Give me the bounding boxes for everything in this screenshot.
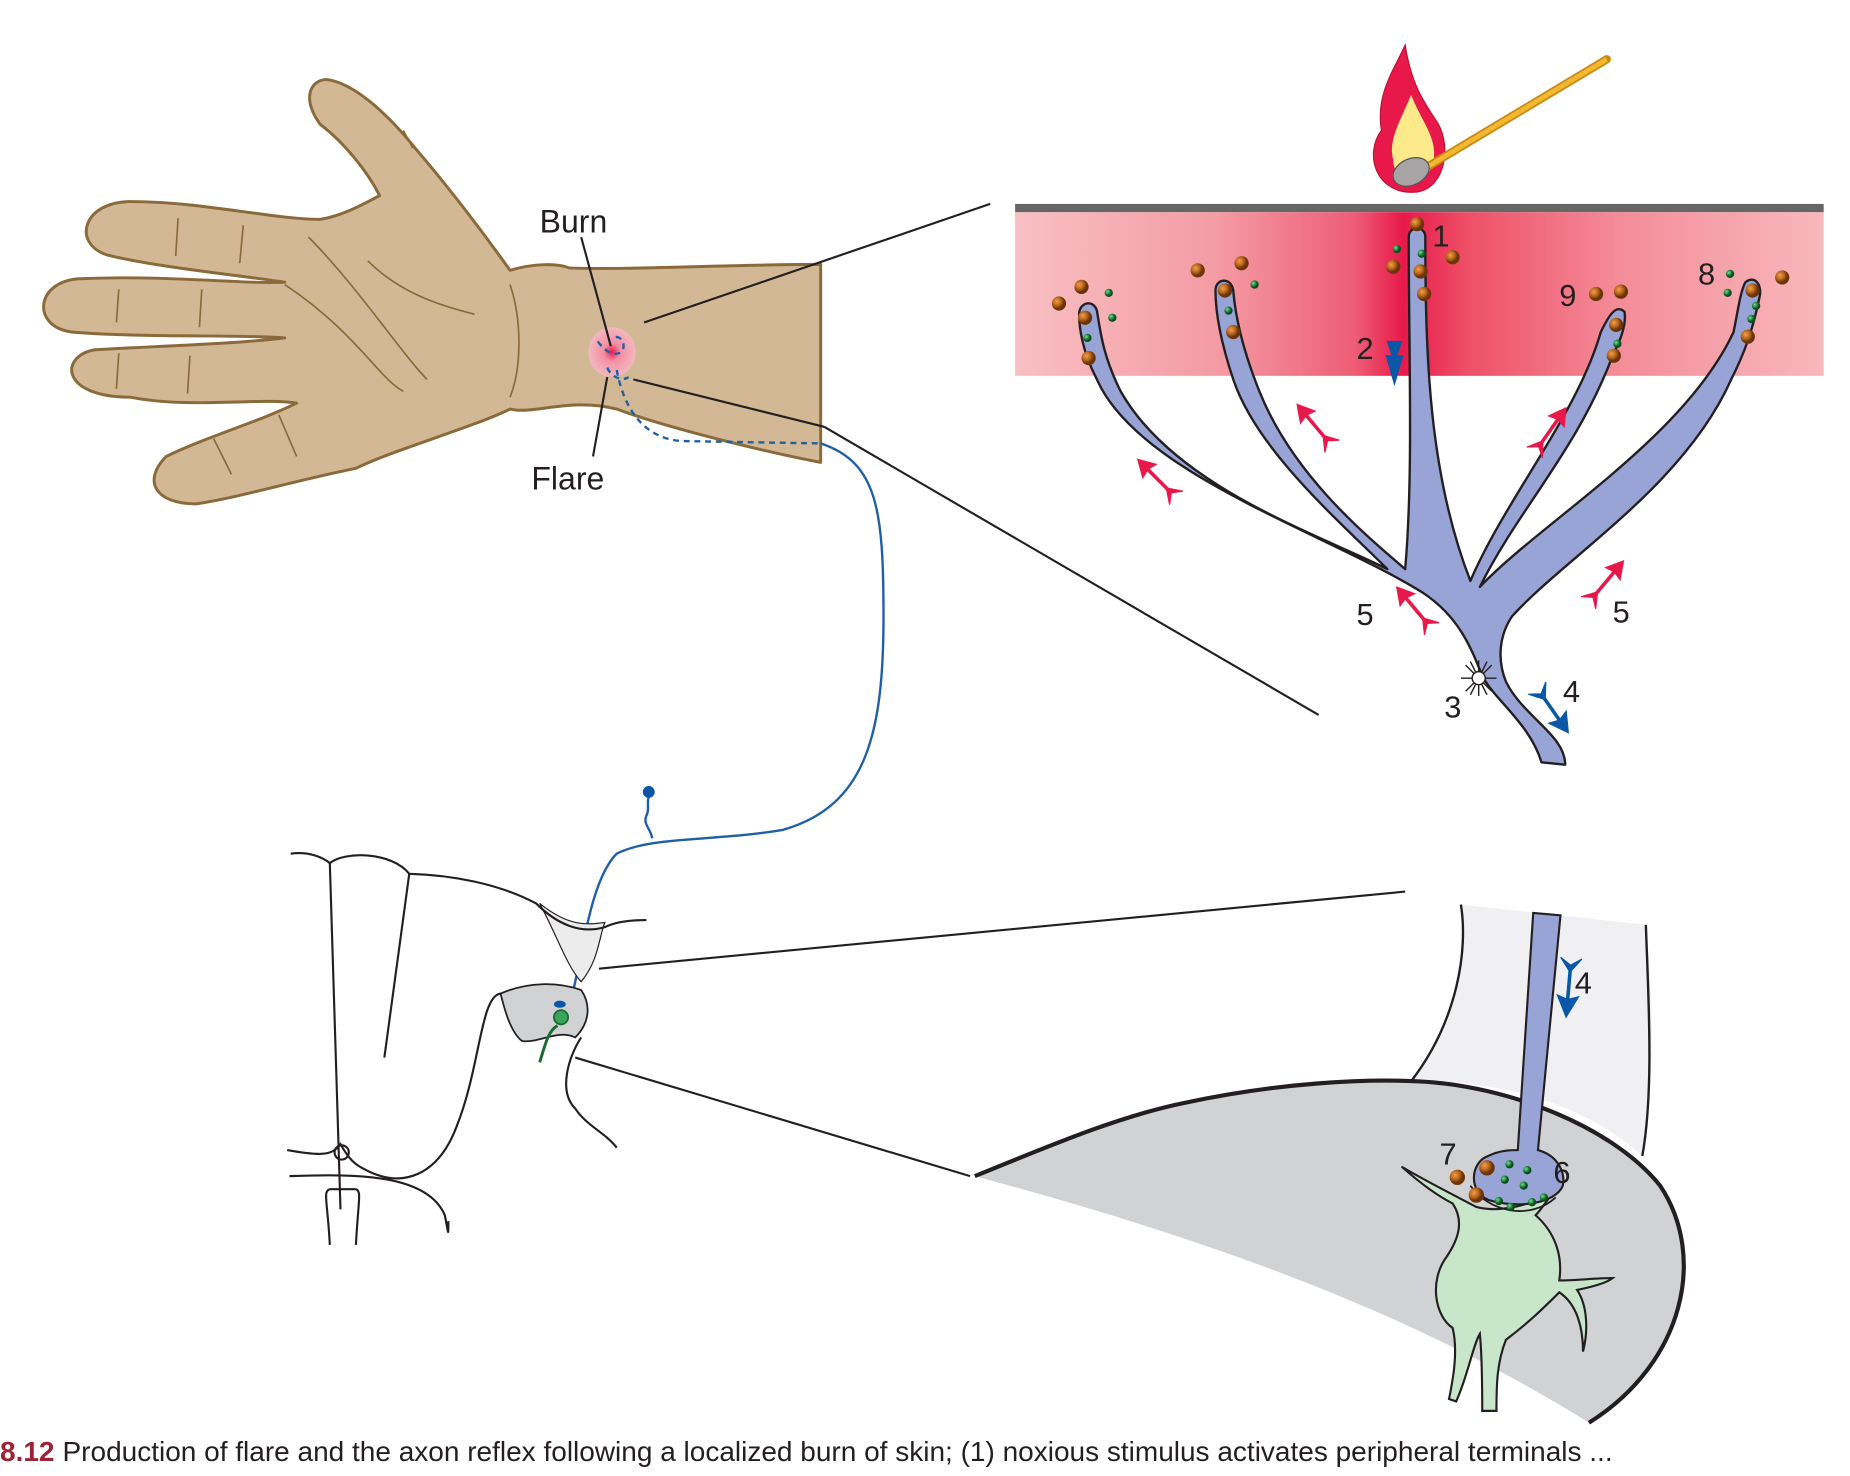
neuropeptide-granules bbox=[1051, 216, 1790, 366]
sensory-nerve-branches bbox=[1077, 227, 1762, 766]
label-4: 4 bbox=[1563, 674, 1580, 709]
orthodromic-arrow-4 bbox=[1528, 681, 1570, 734]
figure-caption-text: Production of flare and the axon reflex … bbox=[62, 1436, 1613, 1467]
skin-section: 1 2 3 4 5 5 8 9 bbox=[1015, 203, 1824, 766]
orthodromic-arrow-2 bbox=[1385, 340, 1404, 387]
label-1: 1 bbox=[1432, 219, 1449, 254]
dorsal-horn-section: 4 6 7 bbox=[974, 904, 1686, 1425]
central-granules bbox=[1449, 1160, 1549, 1212]
figure-number: 8.12 bbox=[0, 1436, 55, 1467]
label-3: 3 bbox=[1444, 689, 1461, 724]
spark-icon bbox=[1460, 660, 1497, 696]
zoom-line-bottom-a bbox=[633, 378, 825, 428]
label-7: 7 bbox=[1440, 1136, 1457, 1171]
zoom-line-dh-bottom bbox=[574, 1056, 971, 1178]
burn-leader-line bbox=[580, 236, 612, 347]
match-flame-icon bbox=[1372, 43, 1611, 193]
hand-illustration: Burn Flare bbox=[42, 77, 823, 506]
label-5-right: 5 bbox=[1613, 594, 1630, 629]
orthodromic-arrow-4-central bbox=[1556, 956, 1583, 1019]
burn-label: Burn bbox=[540, 203, 608, 239]
afferent-nerve-fiber bbox=[565, 442, 885, 1015]
zoom-line-top bbox=[643, 202, 991, 324]
burn-flare-area bbox=[588, 327, 636, 378]
zoom-line-dh-top bbox=[598, 890, 1406, 970]
epidermis-surface bbox=[1015, 203, 1824, 213]
central-terminal bbox=[1472, 911, 1565, 1206]
zoom-line-bottom-b bbox=[823, 425, 1320, 716]
spinal-cord-section bbox=[286, 852, 647, 1245]
label-8: 8 bbox=[1698, 257, 1715, 292]
drg-cell-process bbox=[644, 796, 654, 839]
flare-label: Flare bbox=[531, 461, 604, 497]
flare-leader-line bbox=[591, 376, 609, 457]
label-4-central: 4 bbox=[1575, 966, 1592, 1001]
label-2: 2 bbox=[1357, 331, 1374, 366]
drg-cell-body bbox=[642, 786, 655, 798]
label-9: 9 bbox=[1559, 278, 1576, 313]
nerve-dashed-path bbox=[615, 369, 821, 445]
hand-forearm bbox=[42, 77, 823, 506]
label-5-left: 5 bbox=[1357, 597, 1374, 632]
label-6: 6 bbox=[1553, 1155, 1570, 1190]
antidromic-arrows bbox=[1136, 403, 1625, 636]
